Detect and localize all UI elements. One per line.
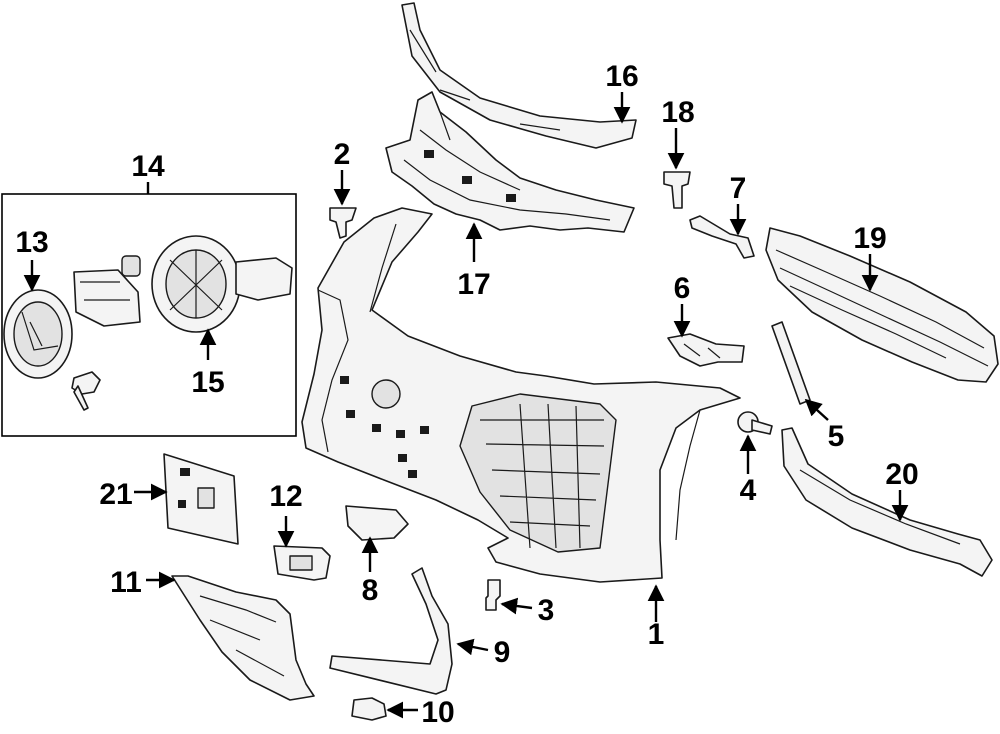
callout-11: 11 [110,566,142,599]
part-12-bracket [273,545,331,581]
part-2-clip [329,207,357,239]
leader-9 [456,638,489,656]
part-10-clip [351,697,387,721]
part-8-plate [345,505,409,541]
part-1-bumper-cover [301,207,741,583]
callout-labels: 1 2 3 4 5 6 7 8 9 10 11 12 13 14 15 16 1… [15,60,918,729]
part-11-lower-cover [171,575,315,701]
callout-16: 16 [605,60,638,93]
callout-17: 17 [457,268,490,301]
callout-4: 4 [740,474,757,507]
callout-18: 18 [661,96,694,129]
callout-13: 13 [15,226,48,259]
callout-20: 20 [885,458,918,491]
callout-5: 5 [828,420,845,453]
part-3-sensor [485,579,501,611]
callout-1: 1 [648,618,665,651]
callout-10: 10 [421,696,454,729]
part-5-strip [771,321,811,405]
callout-leaders [23,92,909,719]
part-13-emblem [3,289,73,379]
part-18-clip [663,171,691,209]
part-6-bracket [667,333,745,367]
part-21-bracket [163,453,239,545]
part-15-emblem-bracket [151,235,293,333]
callout-8: 8 [362,574,379,607]
callout-12: 12 [269,480,302,513]
part-7-bracket [689,215,755,259]
part-4-clip [737,411,773,435]
part-16-upper-retainer [401,2,637,149]
callout-15: 15 [191,366,224,399]
callout-9: 9 [494,636,511,669]
leader-5 [804,398,829,421]
callout-21: 21 [99,478,132,511]
callout-2: 2 [334,138,351,171]
callout-14: 14 [131,150,165,183]
callout-19: 19 [853,222,886,255]
callout-6: 6 [674,272,691,305]
part-14-sensor-module [71,255,141,411]
part-9-side-molding [329,567,453,695]
leader-3 [500,597,533,615]
part-20-lower-spoiler [781,427,993,577]
part-17-bumper-support [385,91,635,233]
callout-7: 7 [730,172,747,205]
callout-3: 3 [538,594,555,627]
